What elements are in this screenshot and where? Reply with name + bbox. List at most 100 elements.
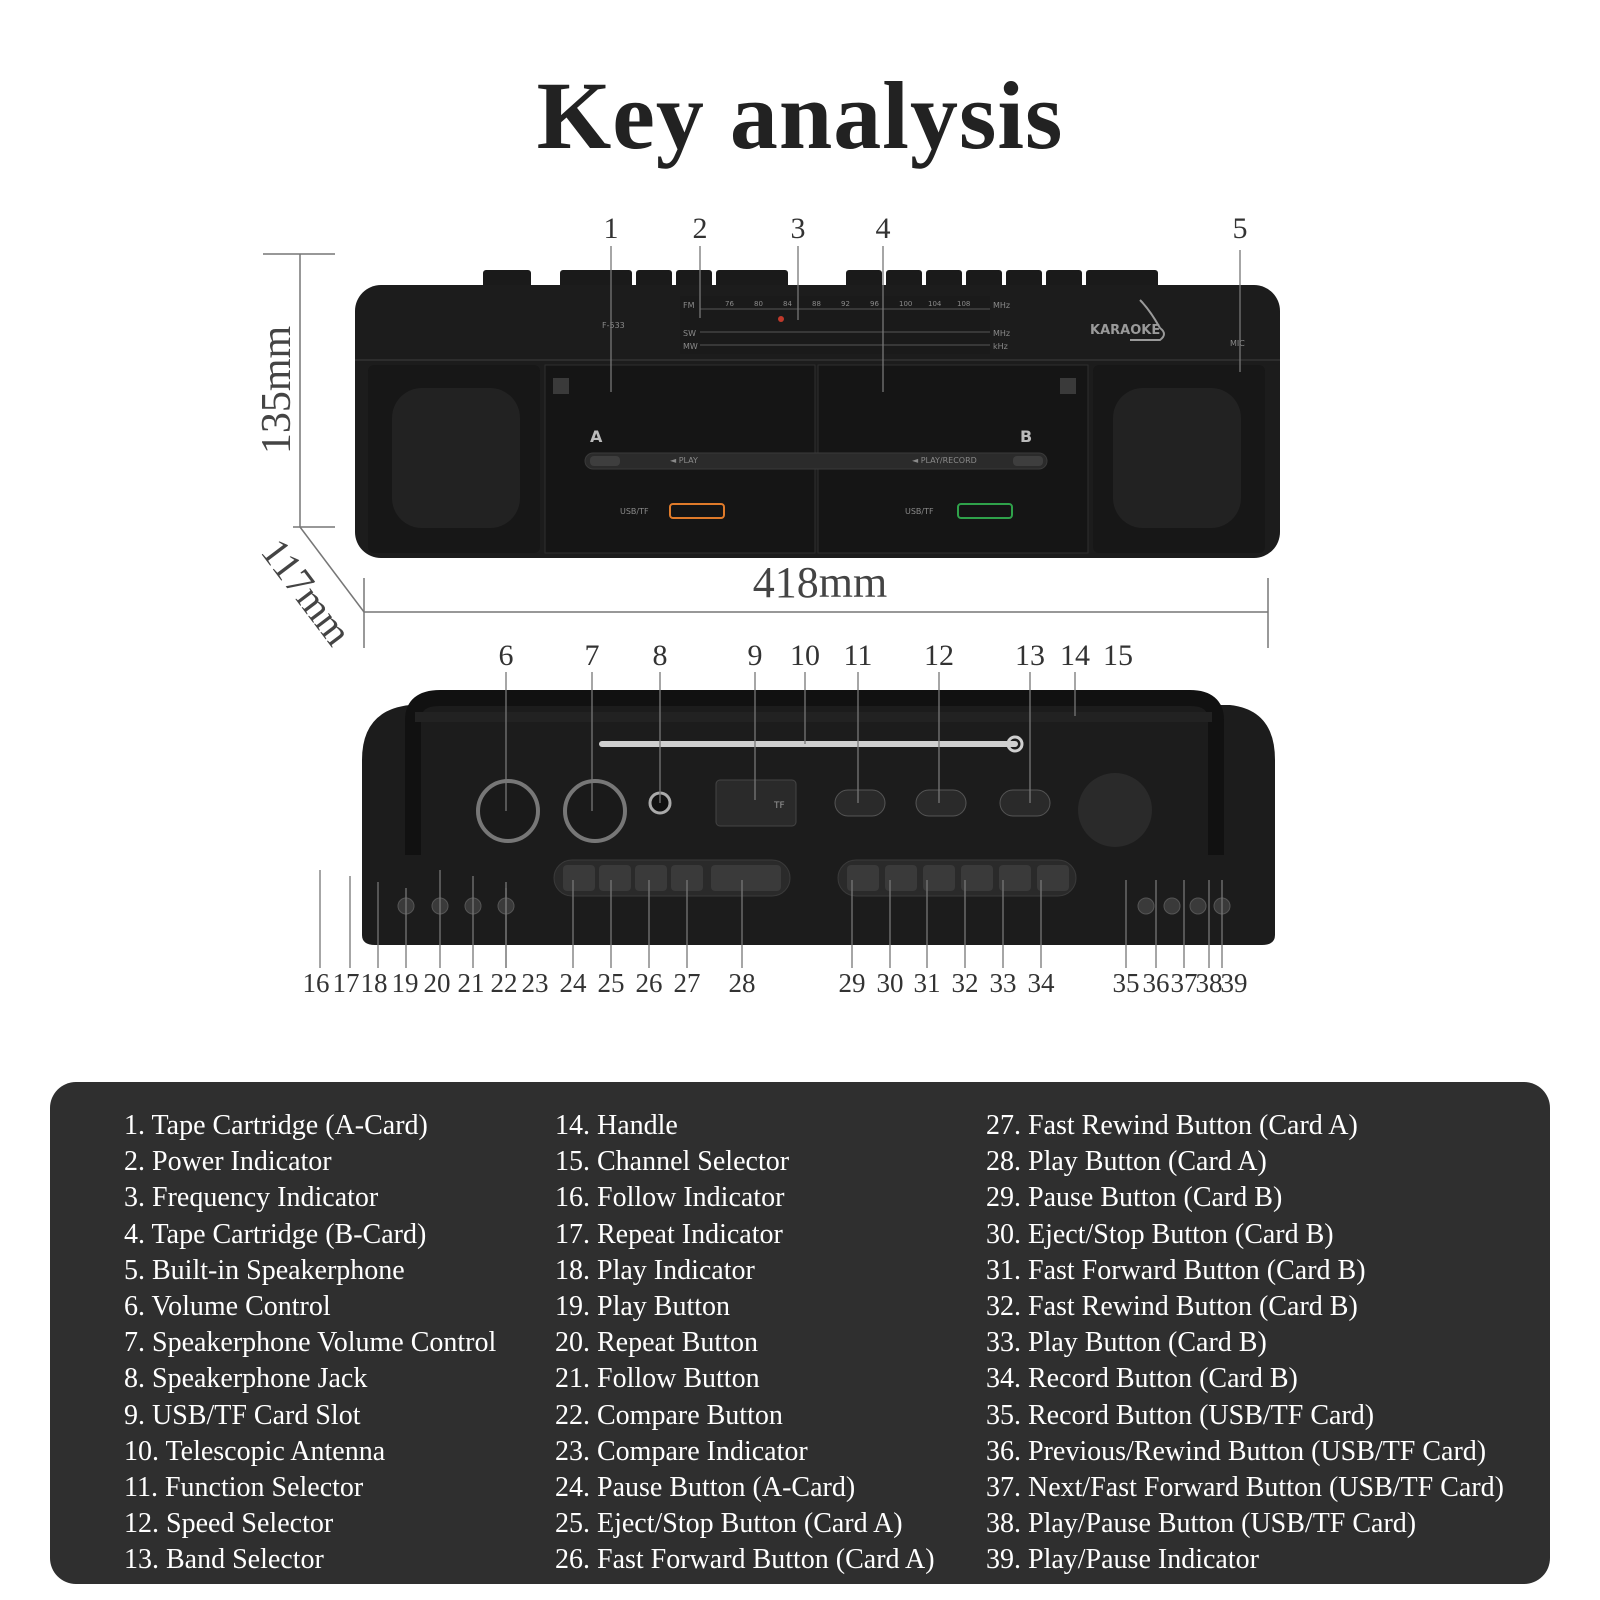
callout-5: 5 [1233, 212, 1248, 245]
fm-band-label: FM [683, 301, 695, 310]
callout-28: 28 [729, 968, 756, 998]
callout-35: 35 [1113, 968, 1140, 998]
callout-29: 29 [839, 968, 866, 998]
fm-scale-tick: 76 [725, 300, 734, 308]
legend-item: 21. Follow Button [555, 1363, 760, 1395]
callout-11: 11 [844, 639, 873, 672]
callout-10: 10 [790, 639, 820, 672]
legend-item: 31. Fast Forward Button (Card B) [986, 1254, 1366, 1286]
legend-item: 6. Volume Control [124, 1290, 331, 1322]
fm-scale-tick: 88 [812, 300, 821, 308]
model-label: F-533 [602, 321, 625, 330]
page-title: Key analysis [536, 62, 1064, 169]
legend-item: 13. Band Selector [124, 1544, 324, 1576]
mw-unit: kHz [993, 342, 1008, 351]
callout-27: 27 [674, 968, 701, 998]
callout-19: 19 [392, 968, 419, 998]
legend-item: 18. Play Indicator [555, 1254, 755, 1286]
legend-item: 27. Fast Rewind Button (Card A) [986, 1110, 1358, 1141]
legend-item: 4. Tape Cartridge (B-Card) [124, 1218, 427, 1250]
callout-3: 3 [791, 212, 806, 245]
callout-14: 14 [1060, 639, 1090, 672]
legend-item: 9. USB/TF Card Slot [124, 1399, 361, 1431]
callout-12: 12 [924, 639, 954, 672]
device-diagram: FM SW MW MHz MHz kHz F-533 ◄ PLAY ◄ PLAY… [252, 212, 1280, 998]
legend-item: 39. Play/Pause Indicator [986, 1544, 1259, 1576]
deck-b-usb-label: USB/TF [905, 507, 934, 516]
legend-item: 1. Tape Cartridge (A-Card) [124, 1110, 428, 1141]
legend-item: 17. Repeat Indicator [555, 1218, 783, 1250]
callout-36: 36 [1143, 968, 1170, 998]
callout-6: 6 [499, 639, 514, 672]
callout-22: 22 [491, 968, 518, 998]
fm-scale-tick: 92 [841, 300, 850, 308]
mic-label: MIC [1230, 339, 1245, 348]
legend-item: 15. Channel Selector [555, 1146, 790, 1178]
fm-scale-tick: 104 [928, 300, 942, 308]
callout-7: 7 [585, 639, 600, 672]
callout-1: 1 [604, 212, 619, 245]
karaoke-logo: KARAOKE [1090, 323, 1160, 338]
legend-item: 7. Speakerphone Volume Control [124, 1327, 497, 1359]
legend-item: 19. Play Button [555, 1290, 731, 1322]
legend-item: 37. Next/Fast Forward Button (USB/TF Car… [986, 1471, 1504, 1503]
legend-item: 33. Play Button (Card B) [986, 1327, 1267, 1359]
callout-8: 8 [653, 639, 668, 672]
fm-scale-tick: 108 [957, 300, 970, 308]
deck-b-letter: B [1020, 427, 1032, 446]
legend-column-2: 14. Handle 15. Channel Selector 16. Follow… [555, 1108, 935, 1578]
legend-panel: 1. Tape Cartridge (A-Card) 2. Power Indic… [50, 1082, 1550, 1584]
callout-25: 25 [598, 968, 625, 998]
deck-a-usb-label: USB/TF [620, 507, 649, 516]
width-dimension: 418mm [753, 558, 887, 607]
callout-9: 9 [748, 639, 763, 672]
legend-item: 14. Handle [555, 1110, 678, 1141]
callout-34: 34 [1028, 968, 1056, 998]
callout-23: 23 [522, 968, 549, 998]
legend-column-3: 27. Fast Rewind Button (Card A) 28. Play … [986, 1108, 1504, 1578]
deck-a-letter: A [590, 427, 603, 446]
deck-b-play-label: ◄ PLAY/RECORD [912, 456, 977, 465]
fm-unit: MHz [993, 301, 1010, 310]
legend-item: 12. Speed Selector [124, 1508, 334, 1540]
legend-item: 28. Play Button (Card A) [986, 1146, 1267, 1178]
legend-item: 25. Eject/Stop Button (Card A) [555, 1508, 903, 1540]
legend-item: 11. Function Selector [124, 1471, 364, 1503]
fm-scale-tick: 84 [783, 300, 792, 308]
callout-33: 33 [990, 968, 1017, 998]
depth-dimension: 117mm [252, 530, 361, 654]
callout-26: 26 [636, 968, 663, 998]
fm-scale-tick: 96 [870, 300, 879, 308]
legend-item: 16. Follow Indicator [555, 1182, 785, 1214]
legend-item: 36. Previous/Rewind Button (USB/TF Card) [986, 1435, 1487, 1467]
legend-item: 26. Fast Forward Button (Card A) [555, 1544, 935, 1576]
front-view: FM SW MW MHz MHz kHz F-533 ◄ PLAY ◄ PLAY… [252, 212, 1280, 654]
bottom-callout-lines [319, 870, 1223, 968]
deck-a-play-label: ◄ PLAY [670, 456, 698, 465]
top-view: TF [303, 639, 1275, 998]
legend-item: 10. Telescopic Antenna [124, 1435, 386, 1467]
legend-item: 3. Frequency Indicator [124, 1182, 379, 1214]
legend-item: 20. Repeat Button [555, 1327, 758, 1359]
legend-column-1: 1. Tape Cartridge (A-Card) 2. Power Indic… [124, 1108, 496, 1578]
legend-item: 29. Pause Button (Card B) [986, 1182, 1283, 1214]
callout-39: 39 [1221, 968, 1248, 998]
legend-item: 23. Compare Indicator [555, 1435, 808, 1467]
callout-17: 17 [333, 968, 360, 998]
legend-item: 34. Record Button (Card B) [986, 1363, 1298, 1395]
callout-13: 13 [1015, 639, 1045, 672]
callout-20: 20 [424, 968, 451, 998]
legend-item: 5. Built-in Speakerphone [124, 1254, 405, 1286]
legend-item: 32. Fast Rewind Button (Card B) [986, 1290, 1358, 1322]
callout-4: 4 [876, 212, 891, 245]
callout-30: 30 [877, 968, 904, 998]
legend-item: 2. Power Indicator [124, 1146, 332, 1178]
callout-31: 31 [914, 968, 941, 998]
legend-item: 30. Eject/Stop Button (Card B) [986, 1218, 1334, 1250]
sw-unit: MHz [993, 329, 1010, 338]
callout-18: 18 [361, 968, 388, 998]
sw-band-label: SW [683, 329, 696, 338]
height-dimension: 135mm [254, 326, 300, 455]
